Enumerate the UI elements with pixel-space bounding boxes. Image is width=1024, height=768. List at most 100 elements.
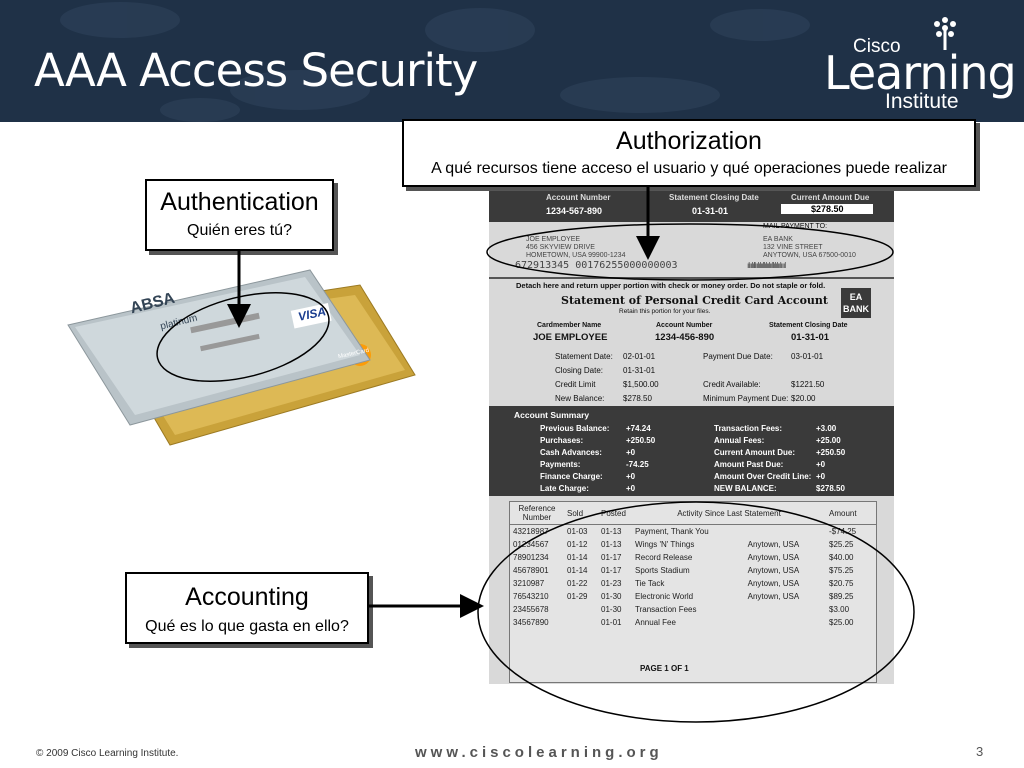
table-cell: Anytown, USA bbox=[747, 579, 800, 588]
table-cell: 23455678 bbox=[513, 605, 549, 614]
slide-header: AAA Access Security Cisco Learning Insti… bbox=[0, 0, 1024, 122]
credit-card-statement: Account Number 1234-567-890 Statement Cl… bbox=[489, 188, 894, 684]
page-number: 3 bbox=[976, 744, 984, 759]
top-amount-label: Current Amount Due bbox=[791, 193, 870, 202]
table-cell: 01-13 bbox=[601, 527, 622, 536]
logo-cisco-text: Cisco bbox=[853, 36, 901, 57]
table-row: 01234567 01-12 01-13 Wings 'N' Things Anytow… bbox=[510, 538, 876, 551]
summary-title: Account Summary bbox=[514, 410, 590, 420]
authentication-title: Authentication bbox=[160, 188, 319, 216]
dates-right-values: 03-01-01 $1221.50$20.00 bbox=[791, 352, 825, 403]
member-label: Cardmember Name bbox=[537, 322, 602, 329]
table-cell: 3210987 bbox=[513, 579, 545, 588]
activity-box: Reference Number Sold Posted Activity Si… bbox=[509, 501, 877, 683]
authorization-title: Authorization bbox=[616, 127, 762, 155]
summary-right-values: +3.00+25.00+250.50+0+0$278.50 bbox=[816, 424, 846, 493]
accounting-title: Accounting bbox=[185, 583, 309, 611]
table-cell: Wings 'N' Things bbox=[635, 540, 695, 549]
logo-institute-text: Institute bbox=[885, 90, 959, 113]
summary-right-labels: Transaction Fees:Annual Fees:Current Amo… bbox=[714, 424, 812, 493]
table-cell: 01-30 bbox=[601, 592, 622, 601]
table-row: 34567890 01-01 Annual Fee $25.00 bbox=[510, 616, 876, 629]
slide-title: AAA Access Security bbox=[34, 44, 478, 97]
table-cell: 01-01 bbox=[601, 618, 622, 627]
table-cell: 43218987 bbox=[513, 527, 549, 536]
table-cell bbox=[745, 616, 826, 629]
mail-payment-to: MAIL PAYMENT TO: bbox=[763, 223, 828, 230]
col-posted: Posted bbox=[601, 508, 626, 518]
table-cell: 01-17 bbox=[601, 553, 622, 562]
accounting-subtitle: Qué es lo que gasta en ello? bbox=[145, 618, 349, 635]
table-cell: -$74.25 bbox=[829, 527, 857, 536]
header-texture bbox=[60, 2, 810, 122]
table-cell: 78901234 bbox=[513, 553, 549, 562]
table-cell: 76543210 bbox=[513, 592, 549, 601]
table-cell: Payment, Thank You bbox=[635, 527, 709, 536]
table-cell: Transaction Fees bbox=[635, 605, 697, 614]
table-cell: $25.00 bbox=[829, 618, 854, 627]
accounting-callout: Accounting Qué es lo que gasta en ello? bbox=[125, 572, 369, 644]
table-cell: 01-30 bbox=[601, 605, 622, 614]
logo-learning-text: Learning bbox=[824, 46, 1017, 100]
detach-notice: Detach here and return upper portion wit… bbox=[516, 281, 826, 290]
table-cell bbox=[745, 603, 826, 616]
table-cell: Anytown, USA bbox=[747, 540, 800, 549]
summary-left-labels: Previous Balance:Purchases:Cash Advances… bbox=[540, 424, 610, 493]
account-number: 1234-456-890 bbox=[655, 332, 715, 343]
table-cell: 01-17 bbox=[601, 566, 622, 575]
table-cell: 34567890 bbox=[513, 618, 549, 627]
authorization-subtitle: A qué recursos tiene acceso el usuario y… bbox=[431, 160, 947, 177]
top-amount-value: $278.50 bbox=[781, 204, 873, 214]
account-summary-panel bbox=[489, 406, 894, 496]
closing-date: 01-31-01 bbox=[791, 332, 830, 343]
dates-right-labels: Payment Due Date: Credit Available:Minim… bbox=[703, 352, 789, 403]
col-activity: Activity Since Last Statement bbox=[677, 508, 781, 518]
statement-heading: Statement of Personal Credit Card Accoun… bbox=[561, 294, 828, 307]
authorization-callout: Authorization A qué recursos tiene acces… bbox=[402, 119, 976, 187]
table-cell: $25.25 bbox=[829, 540, 854, 549]
table-cell: Annual Fee bbox=[635, 618, 676, 627]
table-row: 76543210 01-29 01-30 Electronic World Anytow… bbox=[510, 590, 876, 603]
table-cell: 01-29 bbox=[567, 592, 588, 601]
table-cell: 01-13 bbox=[601, 540, 622, 549]
table-cell: $89.25 bbox=[829, 592, 854, 601]
page-indicator: PAGE 1 OF 1 bbox=[640, 664, 689, 673]
table-cell bbox=[745, 525, 826, 539]
table-cell: Record Release bbox=[635, 553, 693, 562]
summary-left-values: +74.24+250.50+0-74.25+0+0 bbox=[626, 424, 656, 493]
table-cell: 01-22 bbox=[567, 579, 588, 588]
col-reference: Reference Number bbox=[518, 504, 556, 522]
table-cell: 01-12 bbox=[567, 540, 588, 549]
table-cell: Electronic World bbox=[635, 592, 694, 601]
authentication-subtitle: Quién eres tú? bbox=[187, 222, 292, 239]
table-cell bbox=[564, 616, 598, 629]
credit-cards-image: ABSA platinum VISA MasterCard bbox=[60, 265, 420, 450]
table-row: 23455678 01-30 Transaction Fees $3.00 bbox=[510, 603, 876, 616]
top-closing-value: 01-31-01 bbox=[692, 206, 729, 216]
table-cell: $3.00 bbox=[829, 605, 850, 614]
table-cell: $20.75 bbox=[829, 579, 854, 588]
table-cell: 01-14 bbox=[567, 553, 588, 562]
top-account-label: Account Number bbox=[546, 193, 611, 202]
table-cell: 01234567 bbox=[513, 540, 549, 549]
table-cell: 01-14 bbox=[567, 566, 588, 575]
bank-logo: EA BANK bbox=[841, 288, 871, 318]
table-cell: $75.25 bbox=[829, 566, 854, 575]
retain-notice: Retain this portion for your files. bbox=[619, 308, 711, 315]
table-cell: Tie Tack bbox=[635, 579, 665, 588]
micr-line: 672913345 00176255000000003 bbox=[515, 260, 678, 271]
activity-table: Reference Number Sold Posted Activity Si… bbox=[510, 502, 876, 629]
col-sold: Sold bbox=[567, 508, 584, 518]
table-cell: Anytown, USA bbox=[747, 553, 800, 562]
copyright: © 2009 Cisco Learning Institute. bbox=[36, 748, 179, 759]
dates-left-labels: Statement Date:Closing Date:Credit Limit… bbox=[555, 352, 613, 403]
table-cell: Anytown, USA bbox=[747, 566, 800, 575]
table-cell: Anytown, USA bbox=[747, 592, 800, 601]
table-cell: $40.00 bbox=[829, 553, 854, 562]
member-name: JOE EMPLOYEE bbox=[533, 332, 608, 343]
closing-label: Statement Closing Date bbox=[769, 322, 848, 329]
